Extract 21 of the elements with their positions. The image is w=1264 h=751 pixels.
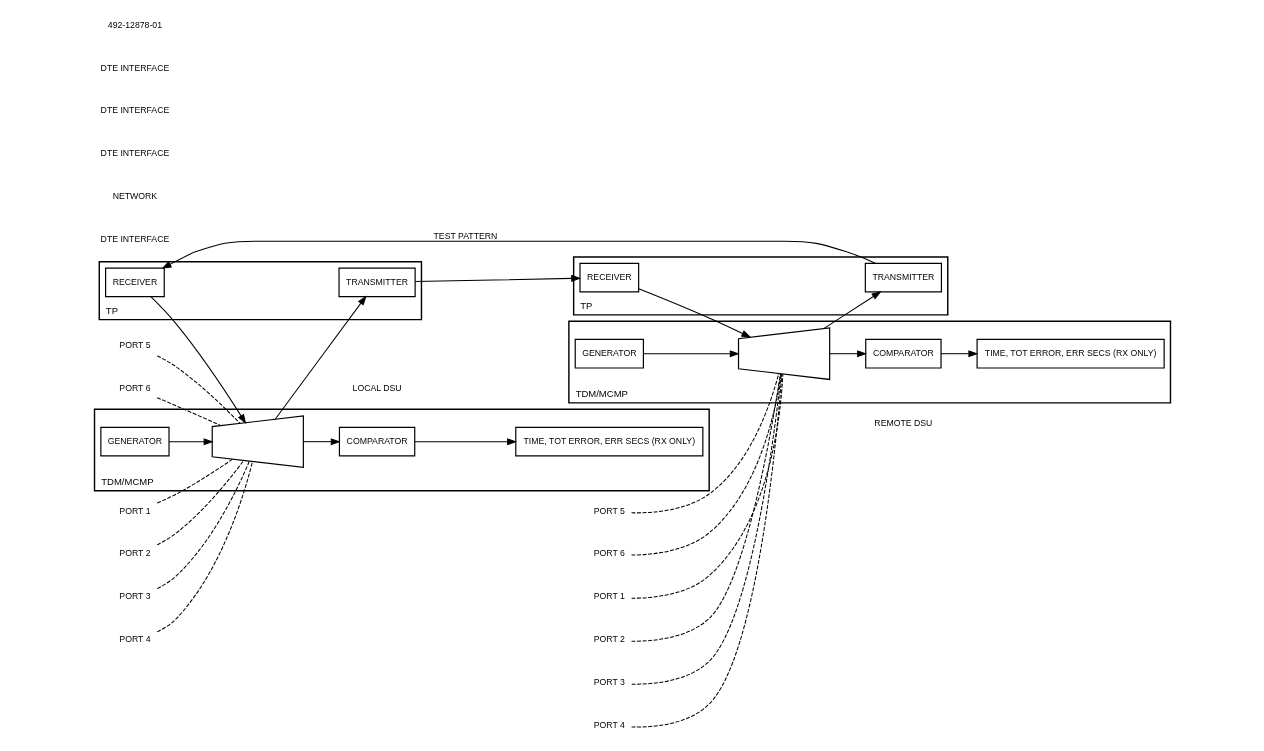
node-text: PORT 6 (118, 382, 150, 393)
node-text: PORT 2 (118, 548, 150, 559)
label: DTE INTERFACE (100, 233, 169, 244)
node-text: PORT 2 (593, 634, 625, 645)
node-text: PORT 5 (593, 505, 625, 516)
label: NETWORK (112, 190, 157, 201)
label: DTE INTERFACE (100, 62, 169, 73)
node-text: PORT 5 (118, 340, 150, 350)
node-label: REMOTE DSU (873, 417, 932, 428)
label: 492-12878-01 (107, 19, 162, 30)
node-label: LOCAL DSU (352, 382, 402, 393)
node-text: PORT 3 (118, 591, 150, 602)
node-text: PORT 6 (593, 548, 625, 559)
node-text: PORT 3 (593, 676, 625, 687)
node-text: PORT 4 (593, 719, 625, 730)
node-text: PORT 1 (593, 591, 625, 602)
label: DTE INTERFACE (100, 105, 169, 116)
edge-label: TEST PATTERN (433, 230, 497, 241)
label: DTE INTERFACE (100, 148, 169, 159)
node-text: PORT 1 (118, 505, 150, 516)
node-text: PORT 4 (118, 634, 150, 645)
